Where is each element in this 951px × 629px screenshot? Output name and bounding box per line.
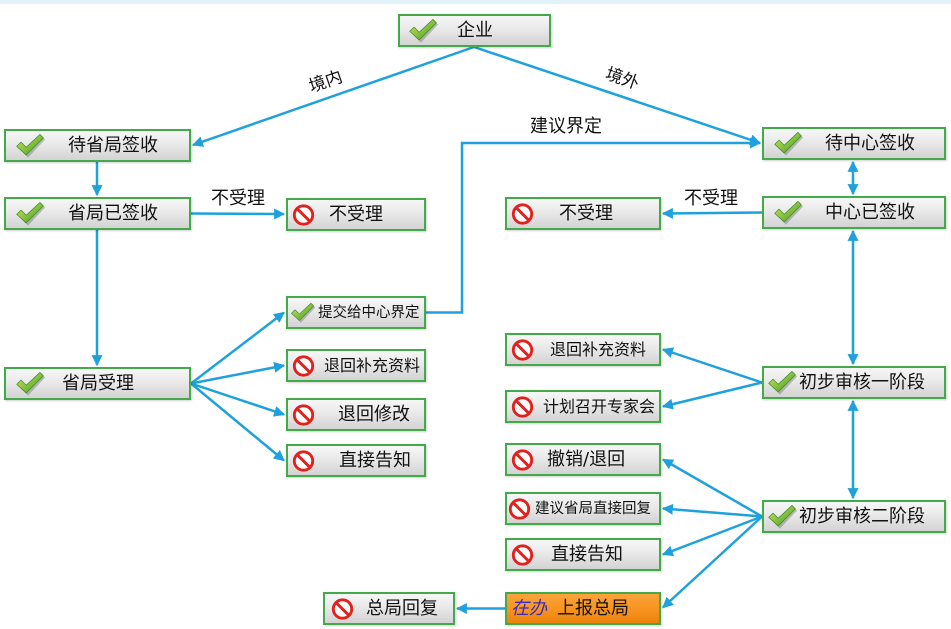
arrow-province-accepted-to-return-supplement <box>190 361 286 385</box>
node-plan-expert-meeting: 计划召开专家会 <box>505 390 661 423</box>
node-label: 省局受理 <box>62 372 134 394</box>
node-label: 不受理 <box>329 203 383 225</box>
node-review-stage-two: 初步审核二阶段 <box>762 500 946 533</box>
node-report-to-general: 在办 上报总局 <box>505 592 661 625</box>
node-general-reply: 总局回复 <box>323 592 455 625</box>
top-border <box>0 0 951 4</box>
check-icon <box>15 371 46 396</box>
node-label: 省局已签收 <box>68 202 158 224</box>
node-center-not-accepted: 不受理 <box>505 197 661 230</box>
node-label: 总局回复 <box>366 597 438 619</box>
no-entry-icon <box>292 403 315 426</box>
arrow-review-two-to-suggest-reply <box>661 503 763 518</box>
no-entry-icon <box>508 497 531 520</box>
node-suggest-province-reply: 建议省局直接回复 <box>505 492 661 525</box>
arrow-province-signed-to-not-accepted <box>190 208 286 220</box>
node-label: 待中心签收 <box>825 132 915 154</box>
arrow-enterprise-to-pending-center-sign <box>473 45 762 146</box>
edge-label-center-not-accepted: 不受理 <box>684 188 738 209</box>
node-label: 企业 <box>457 19 493 41</box>
no-entry-icon <box>511 543 534 566</box>
node-label: 初步审核二阶段 <box>799 505 925 527</box>
node-label: 初步审核一阶段 <box>799 371 925 393</box>
check-icon <box>290 302 316 323</box>
node-center-signed: 中心已签收 <box>762 196 946 229</box>
no-entry-icon <box>292 203 315 226</box>
node-label: 待省局签收 <box>68 134 158 156</box>
arrow-review-two-to-revoke-return <box>662 458 763 518</box>
node-label: 不受理 <box>559 202 613 224</box>
check-icon <box>408 18 439 43</box>
check-icon <box>15 133 46 158</box>
node-province-return-modify: 退回修改 <box>286 398 426 431</box>
node-enterprise: 企业 <box>398 14 551 47</box>
node-center-direct-notice: 直接告知 <box>505 538 661 571</box>
node-province-accepted: 省局受理 <box>4 367 191 400</box>
node-label: 中心已签收 <box>825 201 915 223</box>
no-entry-icon <box>511 202 534 225</box>
node-label: 退回补充资料 <box>550 339 647 359</box>
node-province-return-supplement: 退回补充资料 <box>286 349 426 382</box>
no-entry-icon <box>511 338 534 361</box>
node-province-signed: 省局已签收 <box>4 197 191 230</box>
node-label: 撤销/退回 <box>547 448 626 470</box>
arrow-review-two-to-report-general <box>662 515 763 609</box>
node-label: 直接告知 <box>339 449 411 471</box>
node-pending-province-sign: 待省局签收 <box>4 129 191 162</box>
node-label: 退回补充资料 <box>324 355 421 375</box>
no-entry-icon <box>511 395 534 418</box>
node-label: 提交给中心界定 <box>318 304 420 321</box>
no-entry-icon <box>292 449 315 472</box>
arrow-province-accepted-to-direct-notice <box>190 382 285 462</box>
node-submit-to-center: 提交给中心界定 <box>286 296 426 329</box>
no-entry-icon <box>511 448 534 471</box>
arrow-review-one-to-expert-meeting <box>661 381 763 410</box>
node-label: 建议省局直接回复 <box>535 500 651 517</box>
edge-label-suggest-definition: 建议界定 <box>530 116 602 137</box>
arrow-province-accepted-to-return-modify <box>190 382 286 417</box>
arrow-review-one-to-return-supplement <box>661 347 763 384</box>
arrow-submit-center-to-pending-center-sign <box>426 137 762 314</box>
node-review-stage-one: 初步审核一阶段 <box>762 366 946 399</box>
node-province-not-accepted: 不受理 <box>286 198 426 231</box>
arrow-review-two-to-direct-notice <box>661 515 763 557</box>
no-entry-icon <box>331 597 354 620</box>
check-icon <box>15 201 46 226</box>
no-entry-icon <box>292 354 315 377</box>
check-icon <box>767 370 798 395</box>
check-icon <box>773 200 804 225</box>
node-label: 直接告知 <box>551 543 623 565</box>
node-pending-center-sign: 待中心签收 <box>762 127 946 160</box>
check-icon <box>773 131 804 156</box>
node-center-return-supplement: 退回补充资料 <box>505 333 661 366</box>
node-label: 上报总局 <box>557 597 629 619</box>
node-label: 退回修改 <box>338 403 410 425</box>
status-badge: 在办 <box>511 597 547 619</box>
node-label: 计划召开专家会 <box>543 396 656 416</box>
node-revoke-return: 撤销/退回 <box>505 443 661 476</box>
arrow-center-signed-to-not-accepted <box>661 207 763 219</box>
node-province-direct-notice: 直接告知 <box>286 444 426 477</box>
edge-label-province-not-accepted: 不受理 <box>211 188 265 209</box>
arrow-province-accepted-to-submit-center <box>190 311 285 385</box>
arrow-enterprise-to-pending-province-sign <box>191 45 475 147</box>
check-icon <box>767 504 798 529</box>
